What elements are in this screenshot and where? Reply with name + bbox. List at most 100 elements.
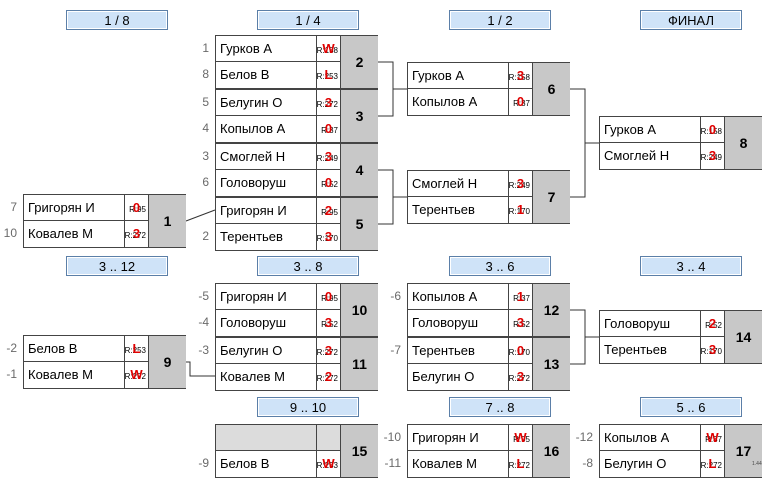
bracket-connector (186, 361, 215, 377)
player-slot-top[interactable]: Григорян И R:95 (24, 195, 148, 221)
match-number[interactable]: 1 (148, 195, 186, 247)
player-name: Гурков А (412, 68, 465, 83)
round-header-p3_6[interactable]: 3 .. 6 (449, 256, 551, 276)
seed-number: -2 (6, 341, 17, 355)
match-number[interactable]: 9 (148, 336, 186, 388)
seed-number: -3 (198, 343, 209, 357)
player-slot-bot[interactable]: Белугин О R:272 (600, 451, 724, 477)
player-slot-bot[interactable]: Терентьев АR:170 (216, 224, 340, 250)
player-rating: R:37 (705, 435, 722, 444)
match-number[interactable]: 7 (532, 171, 570, 223)
round-header-p3_8[interactable]: 3 .. 8 (257, 256, 359, 276)
player-slot-bot[interactable]: Терентьев АR:170 (600, 337, 724, 363)
round-header-p3_12[interactable]: 3 .. 12 (66, 256, 168, 276)
round-header-p9_10[interactable]: 9 .. 10 (257, 397, 359, 417)
round-header-p3_4[interactable]: 3 .. 4 (640, 256, 742, 276)
match-number[interactable]: 2 (340, 36, 378, 88)
player-slot-top[interactable] (216, 425, 340, 451)
player-name: Белов В (220, 456, 270, 471)
player-name: Терентьев А (412, 343, 478, 358)
match-number[interactable]: 16 (532, 425, 570, 477)
round-header-r2[interactable]: 1 / 2 (449, 10, 551, 30)
match-number[interactable]: 13 (532, 338, 570, 390)
match-number[interactable]: 6 (532, 63, 570, 115)
match-number[interactable]: 3 (340, 90, 378, 142)
match-number[interactable]: 14 (724, 311, 762, 363)
match-number[interactable]: 10 (340, 284, 378, 336)
player-slot-top[interactable]: Терентьев АR:170 (408, 338, 532, 364)
player-slot-bot[interactable]: ГоловорушкоR:52 (408, 310, 532, 336)
round-header-r4[interactable]: 1 / 4 (257, 10, 359, 30)
match-number[interactable]: 8 (724, 117, 762, 169)
player-rating: R:158 (316, 46, 338, 55)
player-rating: R:253 (124, 346, 146, 355)
match-number[interactable]: 11 (340, 338, 378, 390)
player-slot-bot[interactable]: Терентьев АR:170 (408, 197, 532, 223)
player-name: Гурков А (604, 122, 657, 137)
match-number[interactable]: 17 (724, 425, 762, 477)
round-header-p7_8[interactable]: 7 .. 8 (449, 397, 551, 417)
round-header-p5_6[interactable]: 5 .. 6 (640, 397, 742, 417)
match-number[interactable]: 15 (340, 425, 378, 477)
player-rating: R:158 (508, 73, 530, 82)
player-name: Белугин О (604, 456, 667, 471)
player-slot-bot[interactable]: ГоловорушкоR:52 (216, 310, 340, 336)
player-name: Белугин О (412, 369, 475, 384)
player-score: L (124, 336, 148, 362)
player-slot-bot[interactable]: ГоловорушкоR:52 (216, 170, 340, 196)
player-slot-top[interactable]: Гурков А R:158 (408, 63, 532, 89)
player-score: 0 (316, 284, 340, 310)
player-rating: R:272 (700, 461, 722, 470)
player-name: Григорян И (28, 200, 94, 215)
match-number[interactable]: 4 (340, 144, 378, 196)
player-slot-top[interactable]: ГоловорушкоR:52 (600, 311, 724, 337)
player-rating: R:158 (700, 127, 722, 136)
seed-number: 8 (202, 67, 209, 81)
round-header-fin[interactable]: ФИНАЛ (640, 10, 742, 30)
player-rating: R:95 (129, 205, 146, 214)
match-number[interactable]: 5 (340, 198, 378, 250)
player-slot-top[interactable]: Гурков А R:158 (600, 117, 724, 143)
match-number[interactable]: 12 (532, 284, 570, 336)
round-header-r8[interactable]: 1 / 8 (66, 10, 168, 30)
player-rating: R:272 (124, 372, 146, 381)
